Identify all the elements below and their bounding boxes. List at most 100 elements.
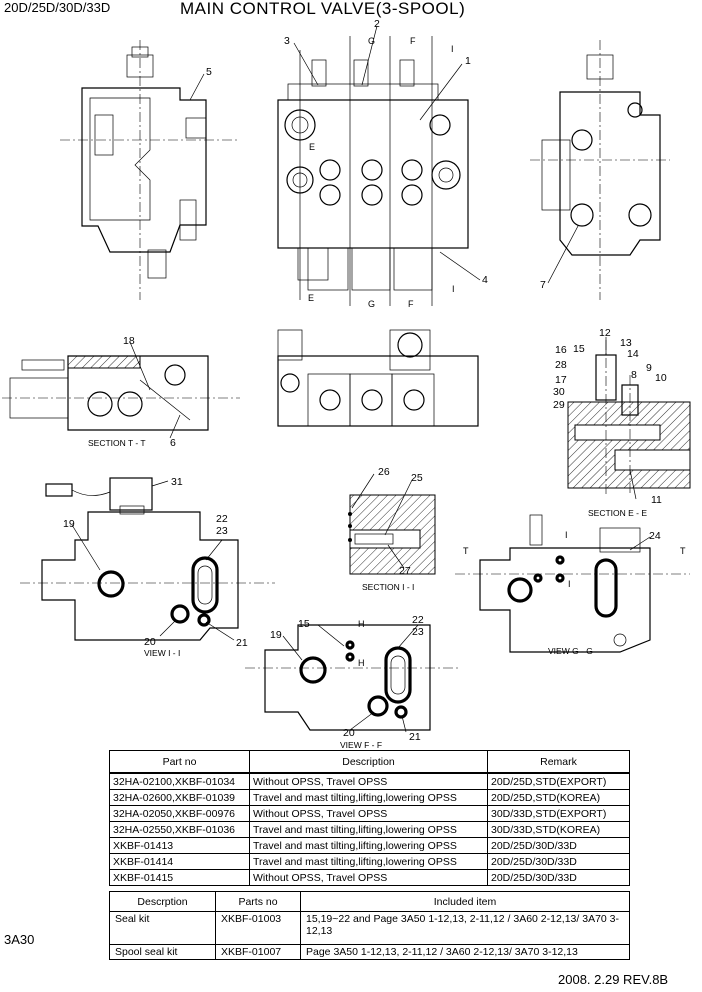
callout-11: 11 (651, 494, 662, 506)
remark-cell: 20D/25D/30D/33D (487, 853, 630, 870)
callout-21b: 21 (409, 731, 421, 743)
callout-1: 1 (465, 55, 471, 67)
table-row: Spool seal kit XKBF-01007 Page 3A50 1-12… (109, 944, 630, 960)
col-header-part-no: Part no (109, 750, 250, 774)
section-letter-f-bot: F (408, 299, 414, 309)
callout-17: 17 (555, 374, 567, 386)
callout-19b: 19 (270, 629, 282, 641)
callout-4: 4 (482, 274, 488, 286)
view-f-f-drawing (245, 624, 460, 731)
kit-included-cell: Page 3A50 1-12,13, 2-11,12 / 3A60 2-12,1… (300, 944, 630, 960)
callout-18: 18 (123, 335, 135, 347)
description-cell: Without OPSS, Travel OPSS (249, 805, 488, 822)
callout-labels: 1 2 3 4 5 6 7 8 9 10 11 12 13 14 15 15 1… (63, 18, 667, 743)
kit-included-cell: 15,19~22 and Page 3A50 1-12,13, 2-11,12 … (300, 911, 630, 945)
left-side-view (60, 40, 240, 300)
col-header-description: Description (249, 750, 488, 774)
caption-section-t: SECTION T - T (88, 438, 146, 448)
callout-6: 6 (170, 437, 176, 449)
callout-13: 13 (620, 337, 632, 349)
description-cell: Without OPSS, Travel OPSS (249, 869, 488, 886)
callout-12: 12 (599, 327, 611, 339)
part-no-cell: 32HA-02550,XKBF-01036 (109, 821, 250, 838)
kit-part-no-cell: XKBF-01003 (215, 911, 301, 945)
callout-10: 10 (655, 372, 667, 384)
remark-cell: 20D/25D,STD(KOREA) (487, 789, 630, 806)
col-header-remark: Remark (487, 750, 630, 774)
col-header-parts-no: Parts no (215, 891, 301, 912)
section-e-e-drawing (567, 340, 691, 495)
callout-5: 5 (206, 66, 212, 78)
caption-view-i: VIEW I - I (144, 648, 180, 658)
section-letter-h-top: H (358, 619, 365, 629)
callout-3: 3 (284, 35, 290, 47)
description-cell: Travel and mast tilting,lifting,lowering… (249, 789, 488, 806)
middle-view (277, 329, 479, 427)
section-letter-i-top: I (451, 44, 454, 54)
front-view (277, 36, 469, 306)
part-no-cell: 32HA-02600,XKBF-01039 (109, 789, 250, 806)
remark-cell: 30D/33D,STD(KOREA) (487, 821, 630, 838)
table-row: XKBF-01415 Without OPSS, Travel OPSS 20D… (109, 869, 630, 886)
callout-8: 8 (631, 369, 637, 381)
callout-23: 23 (216, 525, 228, 537)
section-letter-e-mid: E (309, 142, 315, 152)
callout-21: 21 (236, 637, 248, 649)
leader-lines (71, 25, 651, 733)
kit-table: Descrption Parts no Included item Seal k… (109, 891, 630, 960)
model-code: 20D/25D/30D/33D (4, 0, 111, 15)
callout-15b: 15 (298, 618, 310, 630)
callout-20: 20 (144, 636, 156, 648)
table-row: 32HA-02600,XKBF-01039 Travel and mast ti… (109, 789, 630, 806)
callout-28: 28 (555, 359, 567, 371)
parts-table-header: Part no Description Remark (109, 750, 630, 774)
callout-7: 7 (540, 279, 546, 291)
section-letter-g-top: G (368, 36, 375, 46)
callout-9: 9 (646, 362, 652, 374)
kit-part-no-cell: XKBF-01007 (215, 944, 301, 960)
view-g-g-drawing (455, 514, 690, 653)
section-letter-t-right: T (680, 546, 686, 556)
caption-view-f: VIEW F - F (340, 740, 382, 748)
col-header-included-item: Included item (300, 891, 630, 912)
callout-31: 31 (171, 476, 183, 488)
kit-table-header: Descrption Parts no Included item (109, 891, 630, 912)
remark-cell: 20D/25D/30D/33D (487, 869, 630, 886)
kit-description-cell: Seal kit (109, 911, 216, 945)
callout-22b: 22 (412, 614, 424, 626)
callout-27: 27 (399, 565, 411, 577)
callout-16: 16 (555, 344, 567, 356)
callout-19: 19 (63, 518, 75, 530)
table-row: Seal kit XKBF-01003 15,19~22 and Page 3A… (109, 911, 630, 945)
callout-26: 26 (378, 466, 390, 478)
table-row: 32HA-02100,XKBF-01034 Without OPSS, Trav… (109, 772, 630, 790)
table-row: XKBF-01414 Travel and mast tilting,lifti… (109, 853, 630, 870)
page-title: MAIN CONTROL VALVE(3-SPOOL) (180, 0, 466, 18)
callout-14: 14 (627, 348, 639, 360)
section-letters: G F I E E G F I T T I I H H (308, 36, 686, 668)
view-i-i-drawing (20, 477, 275, 641)
part-no-cell: 32HA-02050,XKBF-00976 (109, 805, 250, 822)
section-letter-e-bot: E (308, 293, 314, 303)
callout-2: 2 (374, 18, 380, 30)
section-letter-g-bot: G (368, 299, 375, 309)
section-letter-f-top: F (410, 36, 416, 46)
callout-22: 22 (216, 513, 228, 525)
page-code: 3A30 (4, 932, 35, 947)
caption-section-e: SECTION E - E (588, 508, 647, 518)
description-cell: Travel and mast tilting,lifting,lowering… (249, 853, 488, 870)
callout-30: 30 (553, 386, 565, 398)
kit-description-cell: Spool seal kit (109, 944, 216, 960)
callout-29: 29 (553, 399, 565, 411)
caption-section-i: SECTION I - I (362, 582, 414, 592)
callout-15: 15 (573, 343, 585, 355)
caption-view-g: VIEW G - G (548, 646, 593, 656)
section-letter-i-gg-bot: I (568, 579, 571, 589)
description-cell: Without OPSS, Travel OPSS (249, 772, 488, 790)
section-t-t-drawing (2, 355, 240, 431)
table-row: 32HA-02550,XKBF-01036 Travel and mast ti… (109, 821, 630, 838)
right-side-view (530, 40, 670, 300)
exploded-view-drawing: 1 2 3 4 5 6 7 8 9 10 11 12 13 14 15 15 1… (0, 18, 702, 748)
remark-cell: 30D/33D,STD(EXPORT) (487, 805, 630, 822)
parts-table: Part no Description Remark 32HA-02100,XK… (109, 750, 630, 886)
